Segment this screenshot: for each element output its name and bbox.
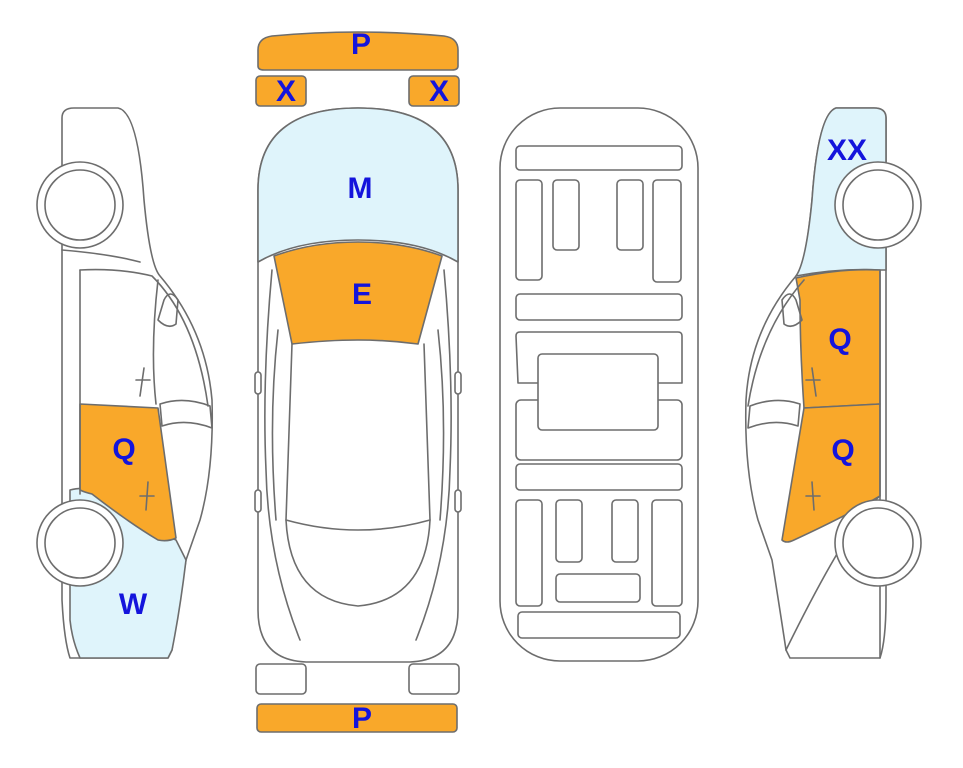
front-bumper-code: P — [351, 28, 371, 61]
left-rear-fender-code: W — [119, 588, 148, 621]
underside-view — [499, 107, 699, 662]
right-front-fender-code: XX — [827, 134, 867, 167]
right-front-door-code: Q — [828, 323, 851, 356]
left-taillight — [255, 663, 307, 695]
hood-panel[interactable] — [257, 107, 459, 263]
hood-code: M — [348, 172, 373, 205]
rear-bumper-code: P — [352, 702, 372, 735]
right-front-wheel — [834, 161, 922, 249]
top-view-car — [254, 107, 462, 663]
right-taillight — [408, 663, 460, 695]
left-rear-door-code: Q — [112, 433, 135, 466]
right-headlight-panel[interactable] — [408, 75, 460, 107]
left-front-wheel — [36, 161, 124, 249]
left-rear-wheel — [36, 499, 124, 587]
left-headlight-code: X — [276, 75, 296, 108]
rear-bumper-panel[interactable] — [256, 703, 458, 733]
right-headlight-code: X — [429, 75, 449, 108]
windshield-panel[interactable] — [273, 241, 443, 345]
right-rear-wheel — [834, 499, 922, 587]
front-bumper-panel[interactable] — [257, 31, 459, 71]
left-rear-door-panel[interactable] — [79, 403, 177, 542]
left-headlight-panel[interactable] — [255, 75, 307, 107]
right-rear-door-code: Q — [831, 434, 854, 467]
windshield-code: E — [352, 278, 372, 311]
